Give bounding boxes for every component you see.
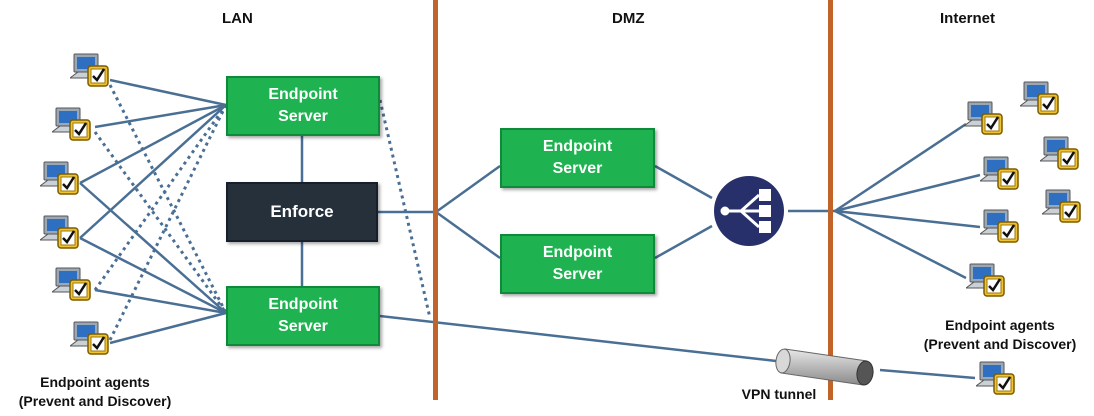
endpoint-agent-computer-icon bbox=[1018, 80, 1060, 118]
zone-label-lan: LAN bbox=[222, 10, 253, 27]
dmz-endpoint-server-bottom[interactable]: Endpoint Server bbox=[500, 234, 655, 294]
lan-dmz-divider bbox=[433, 0, 438, 400]
lan-agents-caption: Endpoint agents (Prevent and Discover) bbox=[18, 374, 172, 409]
endpoint-agent-computer-icon bbox=[974, 360, 1016, 398]
server-label-line2: Server bbox=[278, 108, 328, 125]
vpn-tunnel-caption: VPN tunnel bbox=[741, 386, 817, 402]
internet-agents-caption: Endpoint agents (Prevent and Discover) bbox=[923, 317, 1077, 352]
endpoint-agent-computer-icon bbox=[1040, 188, 1082, 226]
server-label-line2: Server bbox=[278, 318, 328, 335]
server-label-line1: Endpoint bbox=[542, 244, 613, 261]
server-label-line1: Endpoint bbox=[268, 86, 338, 103]
endpoint-agent-computer-icon bbox=[962, 100, 1004, 138]
endpoint-agent-computer-icon bbox=[978, 208, 1020, 246]
vpn-tunnel-icon bbox=[775, 348, 874, 386]
endpoint-agent-computer-icon bbox=[1038, 135, 1080, 173]
endpoint-agent-computer-icon bbox=[978, 155, 1020, 193]
endpoint-agent-computer-icon bbox=[68, 52, 110, 90]
zone-label-dmz: DMZ bbox=[612, 10, 645, 27]
dmz-endpoint-server-top[interactable]: Endpoint Server bbox=[500, 128, 655, 188]
lan-endpoint-server-top[interactable]: Endpoint Server bbox=[226, 76, 380, 136]
server-label-line2: Server bbox=[552, 266, 603, 283]
server-label-line1: Endpoint bbox=[542, 138, 613, 155]
zone-label-internet: Internet bbox=[940, 10, 996, 27]
enforce-server[interactable]: Enforce bbox=[226, 182, 378, 242]
server-label-line1: Endpoint bbox=[268, 296, 338, 313]
load-balancer-icon bbox=[714, 176, 784, 246]
endpoint-agent-computer-icon bbox=[50, 266, 92, 304]
endpoint-agent-computer-icon bbox=[964, 262, 1006, 300]
server-label-line2: Server bbox=[552, 160, 603, 177]
lan-endpoint-server-bottom[interactable]: Endpoint Server bbox=[226, 286, 380, 346]
endpoint-agent-computer-icon bbox=[68, 320, 110, 358]
endpoint-agent-computer-icon bbox=[50, 106, 92, 144]
dmz-internet-divider bbox=[828, 0, 833, 400]
endpoint-agent-computer-icon bbox=[38, 160, 80, 198]
endpoint-agent-computer-icon bbox=[38, 214, 80, 252]
